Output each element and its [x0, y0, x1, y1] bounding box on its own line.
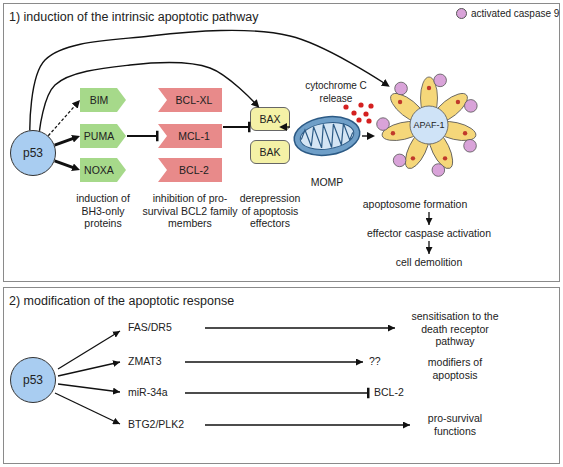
effect-arrow	[185, 361, 363, 362]
protein-name: PUMA	[84, 130, 114, 142]
prosurvival-shape	[158, 124, 222, 148]
panel-frame: 1) induction of the intrinsic apoptotic …	[3, 3, 560, 282]
cytochrome-dot	[356, 117, 361, 122]
mitochondrion-node: MOMP	[292, 108, 362, 190]
caspase9-circle	[377, 118, 390, 131]
annotation-text: sensitisation to the death receptor path…	[409, 310, 501, 348]
protein-circle: p53	[10, 130, 56, 176]
protein-name: p53	[23, 373, 43, 387]
induction-arrow	[55, 393, 120, 424]
inhibition-connector	[127, 135, 157, 137]
bh3-protein-shape: NOXA	[80, 158, 126, 182]
protein-name: BAX	[259, 113, 280, 125]
caspase9-circle	[464, 139, 477, 152]
cristae	[300, 120, 355, 151]
arrow-connector	[362, 135, 369, 136]
protein-name: BIM	[90, 94, 109, 106]
process-name: MOMP	[311, 176, 344, 188]
annotation-text: apoptosome formation	[335, 198, 495, 211]
protein-name: APAF-1	[414, 120, 445, 130]
protein-name: BAK	[259, 146, 280, 158]
protein-name: BCL-2	[179, 164, 209, 176]
cytochrome-dot	[343, 104, 348, 109]
arrow-connector	[48, 105, 75, 136]
annotation-text: cytochrome C release	[301, 80, 371, 105]
arrow-connector	[55, 161, 74, 168]
induction-arrow	[58, 331, 120, 369]
caspase9-circle	[465, 100, 478, 113]
inhibition-line	[185, 392, 368, 393]
effect-arrow	[205, 327, 395, 328]
caspase9-circle	[432, 164, 445, 177]
cytochrome-dot	[456, 100, 460, 104]
cytochrome-dot	[358, 102, 363, 107]
bh3-shape	[80, 158, 126, 182]
bh3-shape	[80, 124, 126, 148]
protein-name: MCL-1	[178, 130, 210, 142]
annotation-text: miR-34a	[128, 386, 168, 399]
annotation-text: modifiers of apoptosis	[424, 356, 486, 381]
annotation-text: effector caspase activation	[339, 227, 519, 240]
annotation-text: FAS/DR5	[128, 321, 172, 334]
protein-circle: p53	[10, 357, 56, 403]
cytochrome-dot	[366, 118, 371, 123]
cytochrome-dot	[398, 100, 402, 104]
cytochrome-dot	[411, 156, 415, 160]
protein-name: NOXA	[84, 164, 114, 176]
annotation-text: BTG2/PLK2	[128, 418, 184, 431]
prosurvival-shape	[158, 158, 222, 182]
inhibition-connector	[223, 126, 249, 128]
protein-name: p53	[23, 146, 43, 160]
legend-entry: activated caspase 9	[456, 8, 559, 19]
apoptosome-node: APAF-1	[374, 70, 484, 180]
caspase9-circle	[395, 82, 408, 95]
legend-text: activated caspase 9	[471, 8, 559, 19]
cytochrome-dot	[443, 156, 447, 160]
arrow-connector	[30, 30, 385, 130]
prosurvival-shape	[158, 88, 222, 112]
caspase9-circle	[393, 154, 406, 167]
effector-box: BAX	[250, 107, 290, 131]
annotation-text: ??	[369, 355, 381, 368]
mitochondrion	[292, 113, 362, 160]
protein-name: BCL-XL	[176, 94, 213, 106]
annotation-text: BCL-2	[374, 386, 404, 399]
cytochrome-dot	[463, 131, 467, 135]
annotation-text: cell demolition	[349, 256, 509, 269]
annotation-text: derepression of apoptosis effectors	[235, 192, 305, 230]
induction-arrow	[58, 362, 120, 376]
bh3-protein-shape: BIM	[80, 88, 126, 112]
induction-arrow	[58, 384, 120, 392]
apaf1-hub	[410, 106, 448, 144]
cytochrome-dot	[363, 111, 368, 116]
annotation-text: induction of BH3-only proteins	[67, 192, 139, 230]
annotation-text: pro-survival functions	[419, 412, 491, 437]
prosurvival-protein-shape: BCL-XL	[158, 88, 222, 112]
bh3-shape	[80, 88, 126, 112]
caspase9-circle	[434, 74, 447, 87]
effector-box: BAK	[250, 140, 290, 164]
cytochrome-dot	[427, 86, 431, 90]
arrow-connector	[55, 138, 74, 145]
prosurvival-protein-shape: MCL-1	[158, 124, 222, 148]
bh3-protein-shape: PUMA	[80, 124, 126, 148]
effect-arrow	[205, 424, 410, 425]
cytochrome-dot	[391, 131, 395, 135]
cytochrome-dot	[368, 103, 373, 108]
down-arrow	[428, 241, 429, 254]
arrow-connector	[39, 62, 254, 131]
legend-swatch	[456, 8, 467, 19]
prosurvival-protein-shape: BCL-2	[158, 158, 222, 182]
outer-membrane	[292, 113, 362, 160]
annotation-text: inhibition of pro-survival BCL2 family m…	[142, 192, 238, 230]
panel-title: 2) modification of the apoptotic respons…	[9, 294, 234, 308]
cytochrome-dot	[351, 110, 356, 115]
inner-space	[298, 119, 355, 152]
panel-title: 1) induction of the intrinsic apoptotic …	[9, 10, 258, 24]
down-arrow	[428, 212, 429, 225]
annotation-text: ZMAT3	[128, 355, 162, 368]
